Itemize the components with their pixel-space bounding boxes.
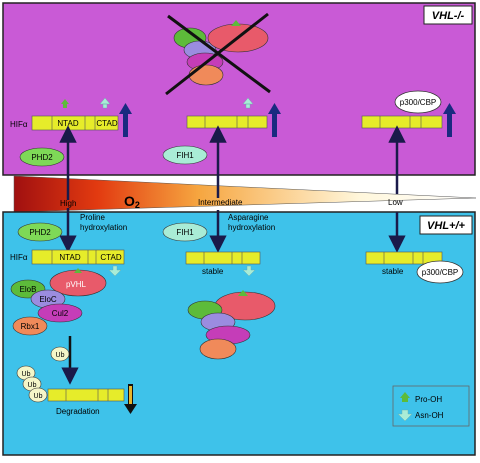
gradient-high-label: High	[60, 199, 76, 208]
stable-right-label: stable	[382, 267, 404, 276]
free-vhl-complex	[187, 290, 276, 360]
bottom-coactivator-label: p300/CBP	[422, 268, 458, 277]
gradient-low-label: Low	[388, 198, 403, 207]
vhl-wt-label-box	[419, 215, 473, 235]
legend-pro-oh: Pro-OH	[415, 395, 442, 404]
ub-label: Ub	[34, 393, 43, 400]
ub-label: Ub	[22, 371, 31, 378]
rbx1-label: Rbx1	[21, 322, 40, 331]
gradient-intermediate-label: Intermediate	[198, 198, 243, 207]
cul2	[37, 303, 83, 323]
top-coactivator	[394, 90, 442, 114]
pro-oh-mark-icon	[61, 99, 69, 108]
bottom-fih1	[162, 222, 208, 242]
vhl-wt-label: VHL+/+	[427, 220, 465, 232]
ubiquitin-chain: Ub Ub Ub Ub	[16, 346, 70, 403]
vhl-e3-complex: pVHL EloB EloC Cul2 Rbx1	[10, 268, 107, 336]
up-arrow-icon	[447, 113, 452, 137]
bottom-hif-low: stable p300/CBP	[365, 251, 464, 284]
up-arrow-icon	[272, 113, 277, 137]
degraded-hif: Degradation	[47, 384, 137, 416]
bottom-hif-high: NTAD CTAD	[31, 249, 125, 277]
pvhl-label: pVHL	[66, 280, 87, 289]
bottom-hif-intermediate: stable	[185, 251, 261, 277]
bottom-fih1-label: FIH1	[176, 228, 194, 237]
rbx1	[12, 316, 48, 336]
asn-oh-down-icon	[242, 265, 256, 277]
top-hif-alpha-label: HIFα	[10, 120, 28, 129]
legend: Pro-OH Asn-OH	[392, 385, 470, 427]
top-fih1	[162, 145, 208, 165]
up-arrow-icon	[123, 113, 128, 137]
asn-oh-down-icon	[108, 265, 122, 277]
bottom-phd2-label: PHD2	[29, 228, 51, 237]
top-ntad-label: NTAD	[57, 119, 78, 128]
top-fih1-label: FIH1	[176, 151, 194, 160]
eloc-label: EloC	[39, 295, 57, 304]
legend-asn-oh: Asn-OH	[415, 411, 444, 420]
bottom-ntad-label: NTAD	[59, 253, 80, 262]
ub-label: Ub	[28, 382, 37, 389]
ub-label: Ub	[56, 352, 65, 359]
vhl-null-label: VHL-/-	[432, 10, 465, 22]
top-phd2-label: PHD2	[31, 153, 53, 162]
asn-oh-legend-icon	[397, 409, 413, 422]
top-phd2	[19, 147, 65, 167]
bottom-phd2	[17, 222, 63, 242]
top-hif-low: p300/CBP	[361, 90, 456, 137]
gradient-o2-label: O2	[124, 193, 140, 210]
degradation-label: Degradation	[56, 407, 100, 416]
absent-vhl-complex	[165, 12, 271, 96]
cul2-label: Cul2	[52, 309, 69, 318]
asn-oh-mark-icon	[99, 97, 111, 109]
top-hif-intermediate	[186, 97, 281, 137]
vhl-null-label-box	[423, 5, 473, 25]
bottom-hif-alpha-label: HIFα	[10, 253, 28, 262]
oxygen-gradient: High O2 Intermediate Low	[13, 175, 477, 213]
top-coactivator-label: p300/CBP	[400, 98, 436, 107]
stable-mid-label: stable	[202, 267, 224, 276]
elob-label: EloB	[20, 285, 37, 294]
top-ctad-label: CTAD	[96, 119, 117, 128]
top-hif-high: NTAD CTAD	[31, 97, 132, 137]
bottom-ctad-label: CTAD	[100, 253, 121, 262]
asn-oh-mark-icon	[242, 97, 254, 109]
pro-oh-legend-icon	[400, 392, 410, 402]
top-panel: VHL-/- HIFα NTAD CTAD	[2, 2, 476, 176]
bottom-coactivator	[416, 260, 464, 284]
